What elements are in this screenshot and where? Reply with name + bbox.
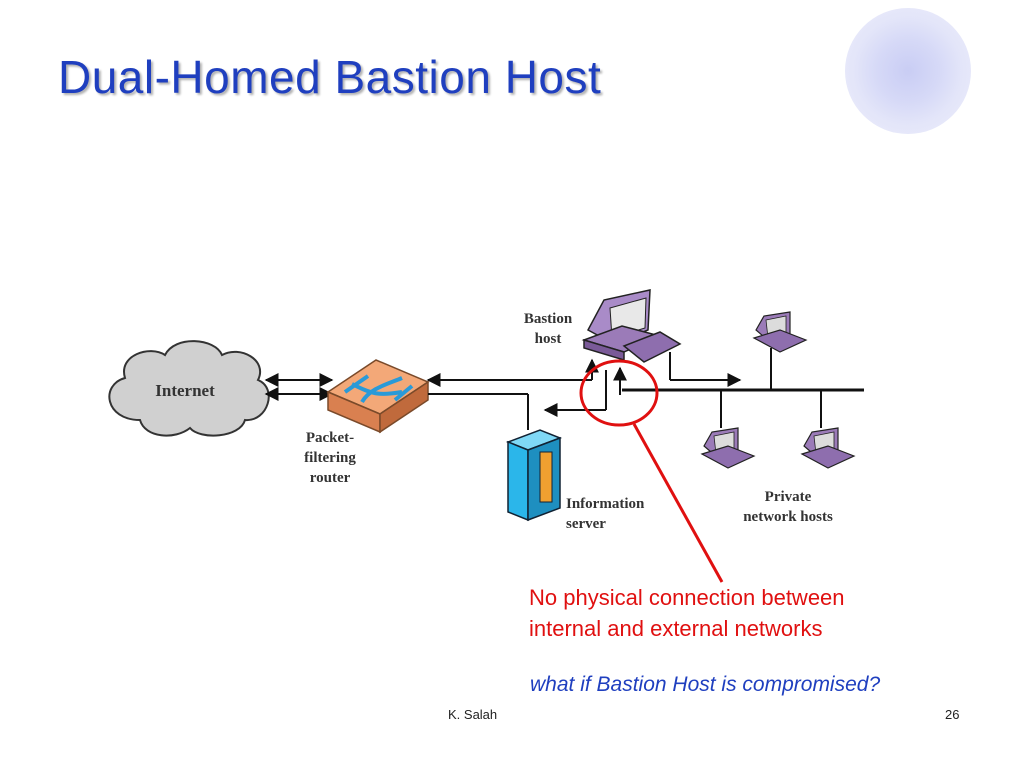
info-server-label: Information server <box>566 494 644 534</box>
server-icon <box>505 429 563 522</box>
workstation-icon <box>700 427 756 469</box>
page-number: 26 <box>945 707 960 722</box>
private-hosts-label: Private network hosts <box>728 487 848 527</box>
bastion-label: Bastion host <box>510 309 586 349</box>
router-icon <box>326 359 430 434</box>
highlight-circle <box>579 359 659 427</box>
workstation-icon <box>800 427 856 469</box>
workstation-icon <box>581 289 682 363</box>
router-label-line: router <box>309 470 351 486</box>
private-hosts-label-line: network hosts <box>743 509 833 525</box>
annotation-pointer <box>632 423 724 583</box>
internet-label: Internet <box>155 381 215 400</box>
annotation-line: No physical connection between <box>529 585 845 610</box>
slide-title: Dual-Homed Bastion Host <box>58 51 602 103</box>
footer-author: K. Salah <box>448 707 498 722</box>
router-label-line: Packet- <box>305 430 355 446</box>
private-hosts-label-line: Private <box>764 489 812 505</box>
workstation-icon <box>752 311 808 353</box>
bastion-label-line: host <box>534 331 562 347</box>
question-text: what if Bastion Host is compromised? <box>530 673 881 696</box>
router-label: Packet- filtering router <box>290 428 370 488</box>
annotation-text: No physical connection between internal … <box>529 582 845 644</box>
decorative-circle <box>845 8 971 134</box>
annotation-line: internal and external networks <box>529 616 823 641</box>
info-server-label-line: Information <box>566 496 645 512</box>
router-label-line: filtering <box>304 450 356 466</box>
bastion-label-line: Bastion <box>523 311 573 327</box>
cloud-icon <box>108 340 270 437</box>
info-server-label-line: server <box>566 516 606 532</box>
